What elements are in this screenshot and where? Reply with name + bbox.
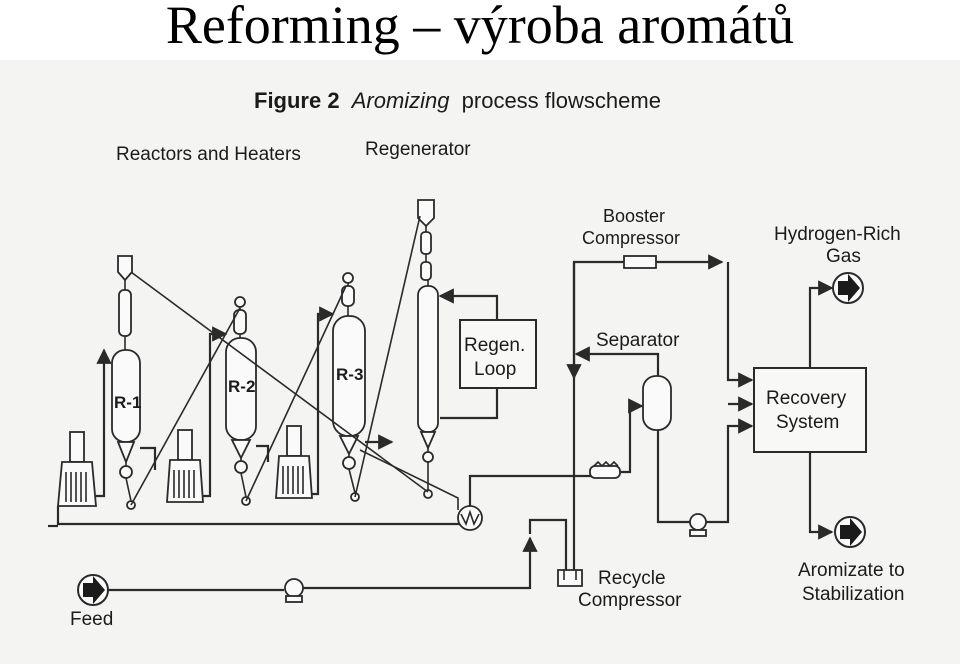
recycle-compressor-line <box>528 518 568 570</box>
feed-pump-icon <box>284 578 304 603</box>
r2-effluent-line <box>256 444 270 462</box>
aromizate-label-1: Aromizate to <box>798 560 905 581</box>
booster-label-1: Booster <box>603 206 665 226</box>
separator-liquid-line <box>656 430 690 524</box>
recycle-compressor-icon <box>557 569 583 587</box>
reactor-r3 <box>332 272 366 502</box>
booster-label-2: Compressor <box>582 228 680 248</box>
separator-vessel <box>642 375 672 431</box>
hydrogen-outlet-arrow-icon <box>832 272 864 304</box>
liquid-pump-icon <box>689 513 707 537</box>
recovery-system-box <box>753 367 867 453</box>
hydrogen-outlet-line <box>808 280 834 368</box>
regen-loop-label-2: Loop <box>474 359 516 380</box>
booster-to-recovery-line <box>726 262 754 388</box>
caption-italic: Aromizing <box>350 88 451 113</box>
catalyst-line-1 <box>130 271 429 493</box>
hydrogen-label-1: Hydrogen-Rich <box>774 224 901 245</box>
regenerator-vessel <box>417 199 439 499</box>
hydrogen-label-2: Gas <box>826 246 861 267</box>
aromizate-outlet-line <box>808 452 834 540</box>
caption-prefix: Figure 2 <box>254 88 340 113</box>
recovery-label-2: System <box>776 412 839 433</box>
recycle-label-1: Recycle <box>598 568 666 589</box>
recycle-gas-line <box>572 260 624 580</box>
feed-header-line <box>56 506 462 526</box>
heater-1 <box>57 431 97 507</box>
slide-title: Reforming – výroba aromátů <box>165 0 795 55</box>
figure-caption: Figure 2 Aromizing process flowscheme <box>254 88 661 113</box>
catalyst-line-4 <box>354 215 421 498</box>
aromizate-label-2: Stabilization <box>802 584 904 605</box>
heater2-outlet-line <box>203 326 228 498</box>
reactor-r1-label: R-1 <box>114 393 141 412</box>
air-cooler-icon <box>589 460 621 479</box>
separator-label: Separator <box>596 330 680 351</box>
recovery-label-1: Recovery <box>766 388 847 409</box>
regenerator-label: Regenerator <box>365 139 471 160</box>
cooler-to-separator-line <box>620 398 644 474</box>
feed-to-exchanger-line <box>303 536 538 590</box>
reactor-r1 <box>111 255 141 510</box>
heater3-outlet-line <box>312 306 335 496</box>
heater-3 <box>275 425 313 499</box>
feed-inlet-arrow-icon <box>77 574 109 606</box>
regen-loop-box <box>459 319 537 389</box>
exchanger-to-separator-line <box>468 474 594 506</box>
caption-suffix: process flowscheme <box>462 88 661 113</box>
booster-compressor-icon <box>623 255 657 269</box>
regen-loop-label-1: Regen. <box>464 335 525 356</box>
reactors-heaters-label: Reactors and Heaters <box>116 144 301 165</box>
catalyst-line-3 <box>245 285 347 502</box>
heater1-outlet-line <box>96 348 112 498</box>
recycle-label-2: Compressor <box>578 590 682 611</box>
feed-label: Feed <box>70 609 113 630</box>
reactor-r2 <box>225 296 257 506</box>
reactor-r3-label: R-3 <box>336 365 363 384</box>
separator-gas-line <box>574 346 660 376</box>
regen-loop-return-line <box>438 288 499 320</box>
heater-2 <box>166 429 204 503</box>
aromizate-outlet-arrow-icon <box>834 516 866 548</box>
r1-effluent-line <box>140 446 157 470</box>
regen-loop-feed-line <box>440 388 499 420</box>
reactor-r2-label: R-2 <box>228 377 255 396</box>
pump-to-recovery-line <box>706 418 754 524</box>
r3-to-exchanger-line <box>359 449 459 510</box>
